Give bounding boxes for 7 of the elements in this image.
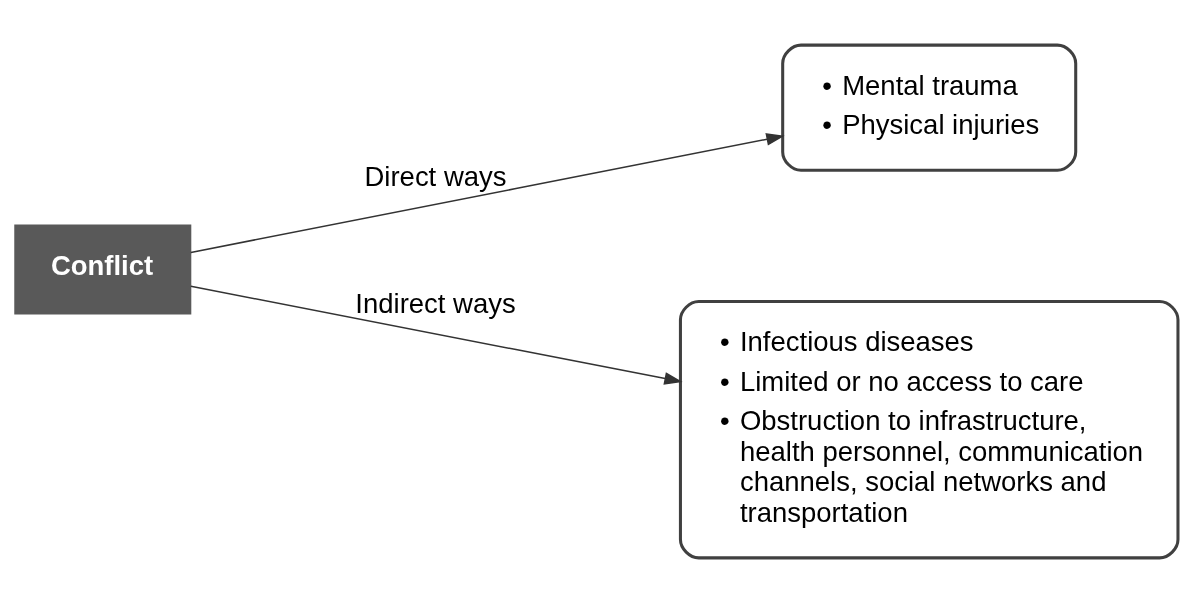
node-box: Conflict xyxy=(14,224,192,315)
node-box: • Mental trauma • Physical injuries xyxy=(781,43,1078,172)
node-box: • Infectious diseases • Limited or no access to care • Obstruction to infrastructure, health personnel, communication channels, social networks and transportation xyxy=(678,299,1180,560)
edge-label: Direct ways xyxy=(364,161,507,193)
arrow xyxy=(190,285,683,385)
arrow xyxy=(190,133,785,254)
edge-label: Indirect ways xyxy=(355,287,516,319)
